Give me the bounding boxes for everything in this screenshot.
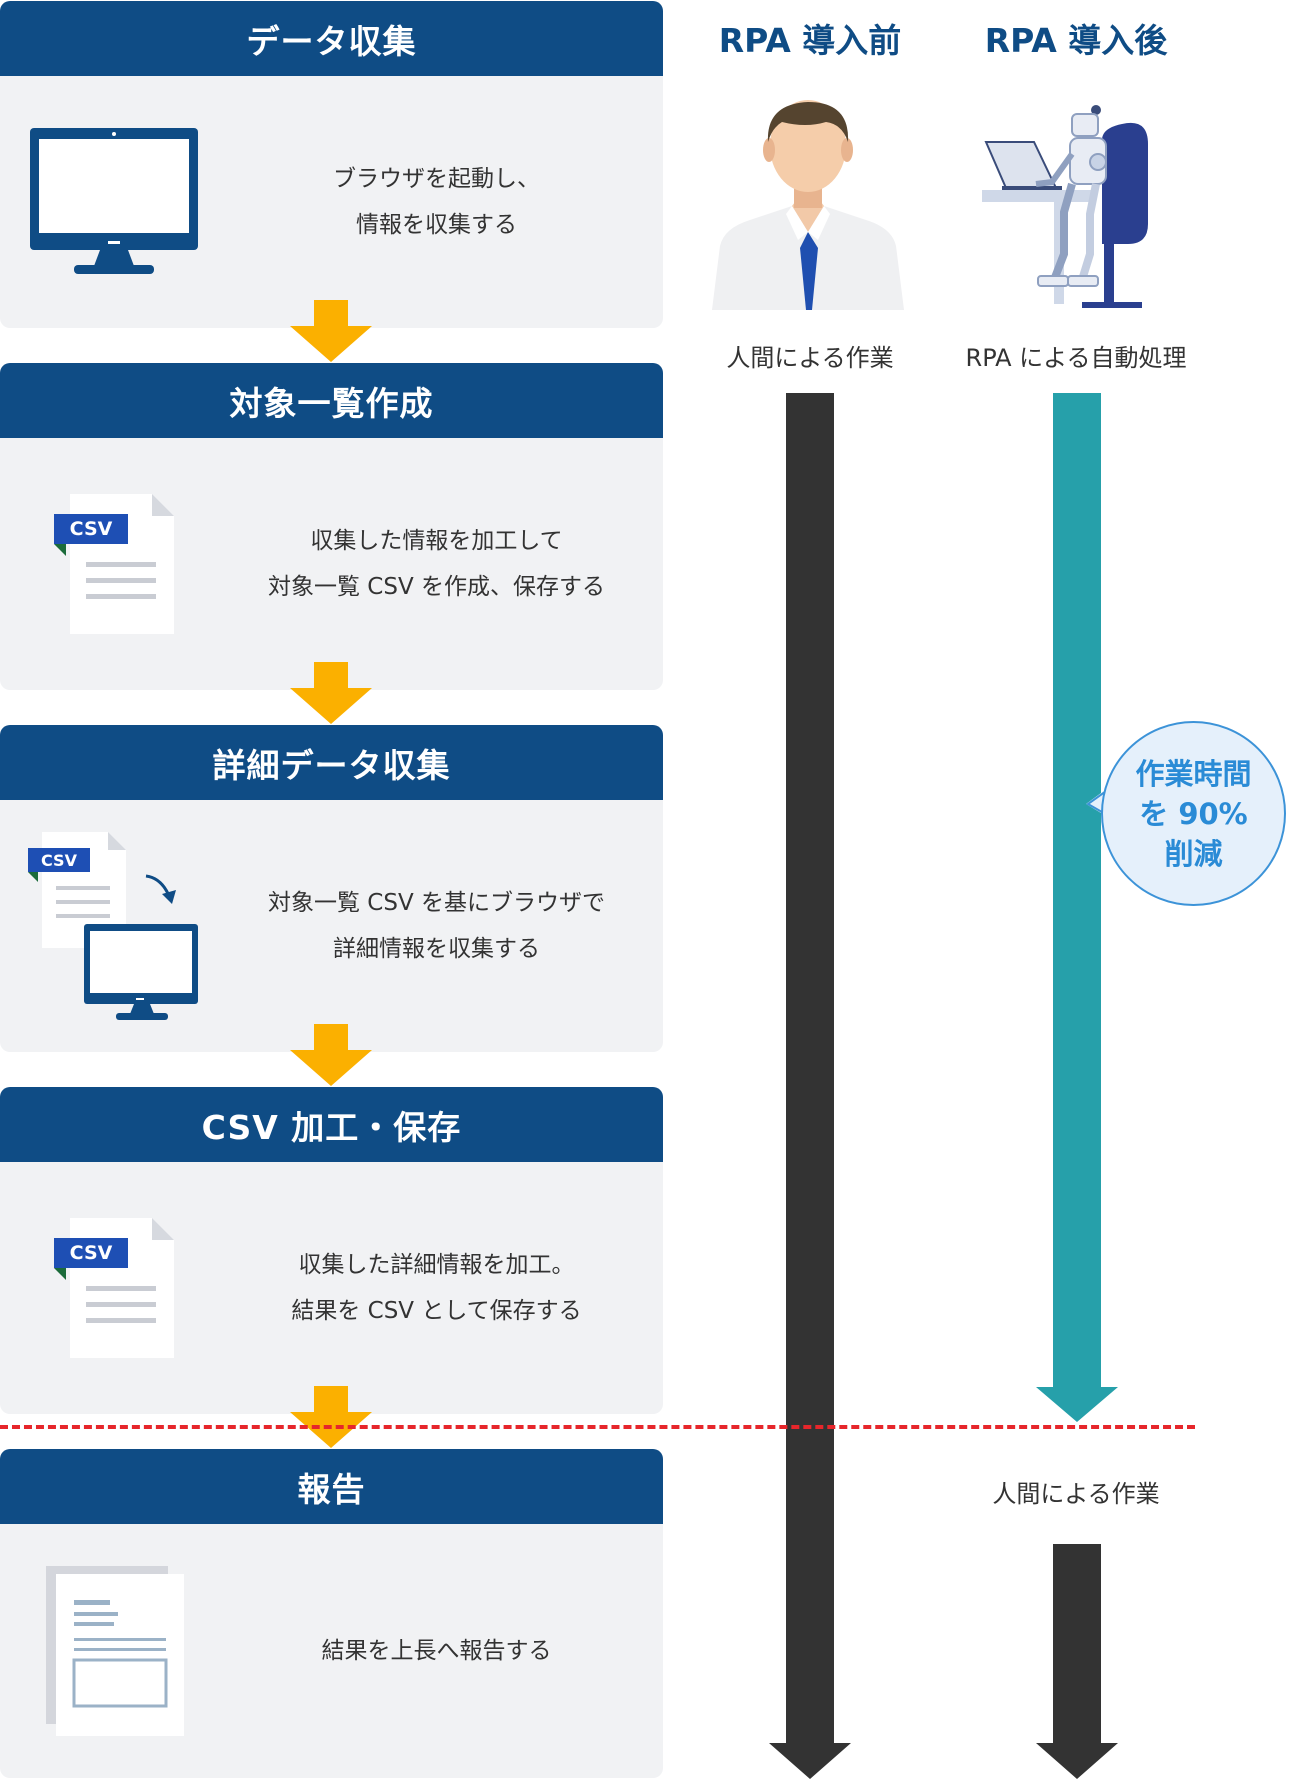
- report-document-icon: [46, 1566, 184, 1736]
- column-title-before-rpa: RPA 導入前: [718, 21, 902, 60]
- csv-label: CSV: [69, 518, 113, 540]
- caption-human-work: 人間による作業: [726, 344, 894, 372]
- step-line: 対象一覧 CSV を作成、保存する: [267, 574, 605, 600]
- step-line: 結果を上長へ報告する: [321, 1638, 552, 1664]
- caption-human-work-after: 人間による作業: [992, 1480, 1160, 1508]
- step-description: 収集した情報を加工して 対象一覧 CSV を作成、保存する: [210, 438, 663, 690]
- flow-down-arrow: [290, 662, 372, 724]
- step-panel-csv-processing: CSV 収集した詳細情報を加工。 結果を CSV として保存する: [0, 1162, 663, 1414]
- step-title: 報告: [297, 1469, 366, 1509]
- step-line: 対象一覧 CSV を基にブラウザで: [267, 890, 605, 916]
- step-header-list-creation: 対象一覧作成: [0, 363, 663, 438]
- time-reduction-badge: 作業時間 を 90% 削減: [1101, 721, 1286, 906]
- monitor-icon: [30, 128, 198, 274]
- flow-down-arrow: [290, 1024, 372, 1086]
- badge-line: 作業時間: [1135, 756, 1252, 791]
- step-line: 収集した情報を加工して: [310, 528, 563, 554]
- step-title: データ収集: [246, 21, 417, 61]
- csv-file-icon: [54, 1218, 174, 1358]
- human-process-bar: [769, 393, 851, 1779]
- csv-label: CSV: [41, 850, 77, 870]
- automation-boundary-line: [0, 1425, 1195, 1429]
- step-description: 対象一覧 CSV を基にブラウザで 詳細情報を収集する: [210, 800, 663, 1052]
- flow-down-arrow: [290, 1386, 372, 1448]
- step-panel-detail-collection: CSV 対象一覧 CSV を基にブラウザで 詳細情報を収集する: [0, 800, 663, 1052]
- rpa-process-bar: [1036, 393, 1118, 1422]
- csv-to-browser-icon: [28, 832, 198, 1020]
- businessman-icon: [712, 100, 904, 310]
- step-line: 情報を収集する: [356, 212, 517, 238]
- step-title: 詳細データ収集: [212, 745, 451, 785]
- step-header-csv-processing: CSV 加工・保存: [0, 1087, 663, 1162]
- csv-label: CSV: [69, 1242, 113, 1264]
- step-header-data-collection: データ収集: [0, 1, 663, 76]
- badge-line: を 90%: [1139, 796, 1248, 831]
- step-title: 対象一覧作成: [229, 383, 434, 423]
- step-description: ブラウザを起動し、 情報を収集する: [210, 76, 663, 328]
- step-header-detail-collection: 詳細データ収集: [0, 725, 663, 800]
- step-title: CSV 加工・保存: [201, 1107, 462, 1147]
- step-panel-data-collection: ブラウザを起動し、 情報を収集する: [0, 76, 663, 328]
- human-report-bar: [1036, 1544, 1118, 1779]
- step-header-report: 報告: [0, 1449, 663, 1524]
- step-line: 収集した詳細情報を加工。: [298, 1252, 575, 1278]
- step-panel-list-creation: CSV 収集した情報を加工して 対象一覧 CSV を作成、保存する: [0, 438, 663, 690]
- step-line: ブラウザを起動し、: [333, 166, 540, 192]
- flow-down-arrow: [290, 300, 372, 362]
- step-line: 結果を CSV として保存する: [291, 1298, 582, 1324]
- column-title-after-rpa: RPA 導入後: [984, 21, 1168, 60]
- csv-file-icon: [54, 494, 174, 634]
- robot-icon: [982, 105, 1148, 308]
- step-description: 収集した詳細情報を加工。 結果を CSV として保存する: [210, 1162, 663, 1414]
- step-description: 結果を上長へ報告する: [210, 1524, 663, 1778]
- step-panel-report: 結果を上長へ報告する: [0, 1524, 663, 1778]
- step-line: 詳細情報を収集する: [333, 936, 540, 962]
- badge-line: 削減: [1164, 836, 1223, 871]
- caption-rpa-auto: RPA による自動処理: [965, 344, 1187, 372]
